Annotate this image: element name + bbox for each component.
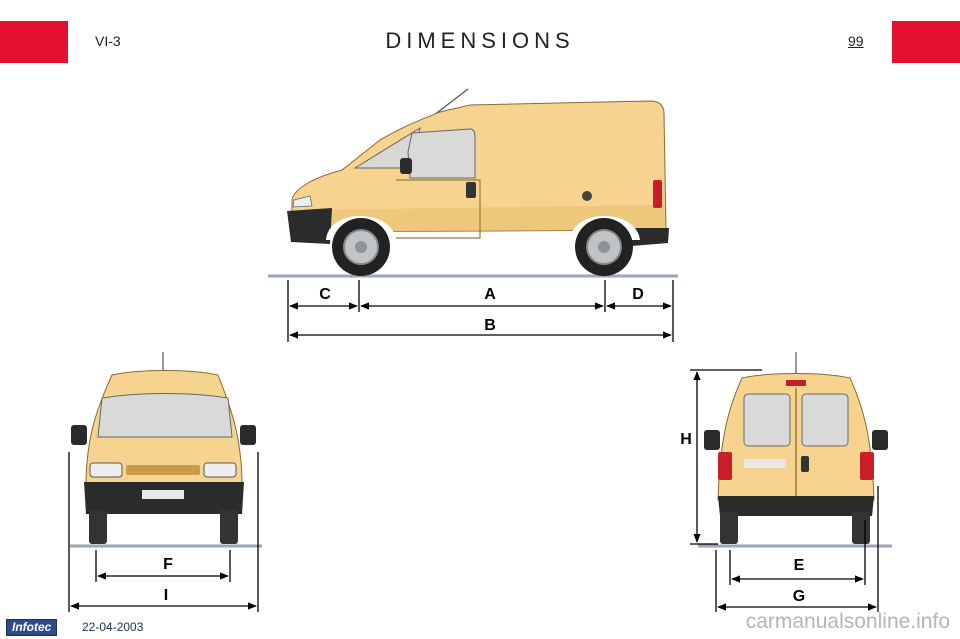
label-e: E [794, 557, 805, 574]
front-windshield [97, 393, 233, 438]
label-d: D [632, 286, 644, 303]
mirror-right-front [240, 425, 256, 445]
headlight-left [89, 462, 123, 478]
door-handle [466, 182, 476, 198]
rear-tyre-left [720, 512, 738, 544]
rear-brake-light [786, 380, 806, 386]
rear-bumper [632, 228, 669, 246]
section-label: VI-3 [95, 33, 121, 49]
rear-window-left [743, 393, 791, 447]
label-c: C [319, 286, 331, 303]
side-dimension-lines [287, 280, 674, 342]
rear-light-side [653, 180, 662, 208]
rear-door-handle [801, 456, 809, 472]
label-a: A [484, 286, 496, 303]
rear-window-right [801, 393, 849, 447]
label-f: F [163, 556, 173, 573]
mirror-right-rear [872, 430, 888, 450]
van-front-view [70, 352, 262, 548]
mirror-left-rear [704, 430, 720, 450]
page-title: DIMENSIONS [385, 28, 575, 53]
header-red-block-right [892, 21, 960, 63]
header-red-block-left [0, 21, 68, 63]
fuel-cap [582, 191, 592, 201]
front-wheel-side [332, 218, 390, 276]
headlight-side [292, 195, 313, 208]
front-tyre-right [220, 510, 238, 544]
van-side-view [268, 88, 678, 278]
front-tyre-left [89, 510, 107, 544]
label-b: B [484, 317, 496, 334]
front-dimension-lines [68, 452, 259, 612]
label-h: H [680, 431, 692, 448]
infotec-badge: Infotec [6, 619, 58, 636]
label-i: I [164, 587, 168, 604]
side-mirror [400, 158, 412, 174]
label-g: G [793, 588, 805, 605]
watermark: carmanualsonline.info [745, 610, 950, 633]
rear-dimension-lines [690, 369, 879, 612]
tail-light-right [860, 452, 874, 480]
van-rear-view [698, 352, 892, 548]
headlight-right [203, 462, 237, 478]
rear-wheel-side [575, 218, 633, 276]
front-bumper [287, 208, 332, 244]
front-number-plate [142, 490, 184, 499]
front-door-outline [396, 179, 481, 239]
rear-view-bumper [718, 496, 874, 516]
side-window [407, 128, 476, 179]
rear-tyre-right [852, 512, 870, 544]
footer-date: 22-04-2003 [82, 620, 144, 634]
mirror-left-front [71, 425, 87, 445]
tail-light-left [718, 452, 732, 480]
van-side-body [291, 100, 667, 233]
rear-number-plate [744, 459, 786, 468]
front-grille [126, 465, 200, 475]
page-number: 99 [848, 33, 864, 49]
